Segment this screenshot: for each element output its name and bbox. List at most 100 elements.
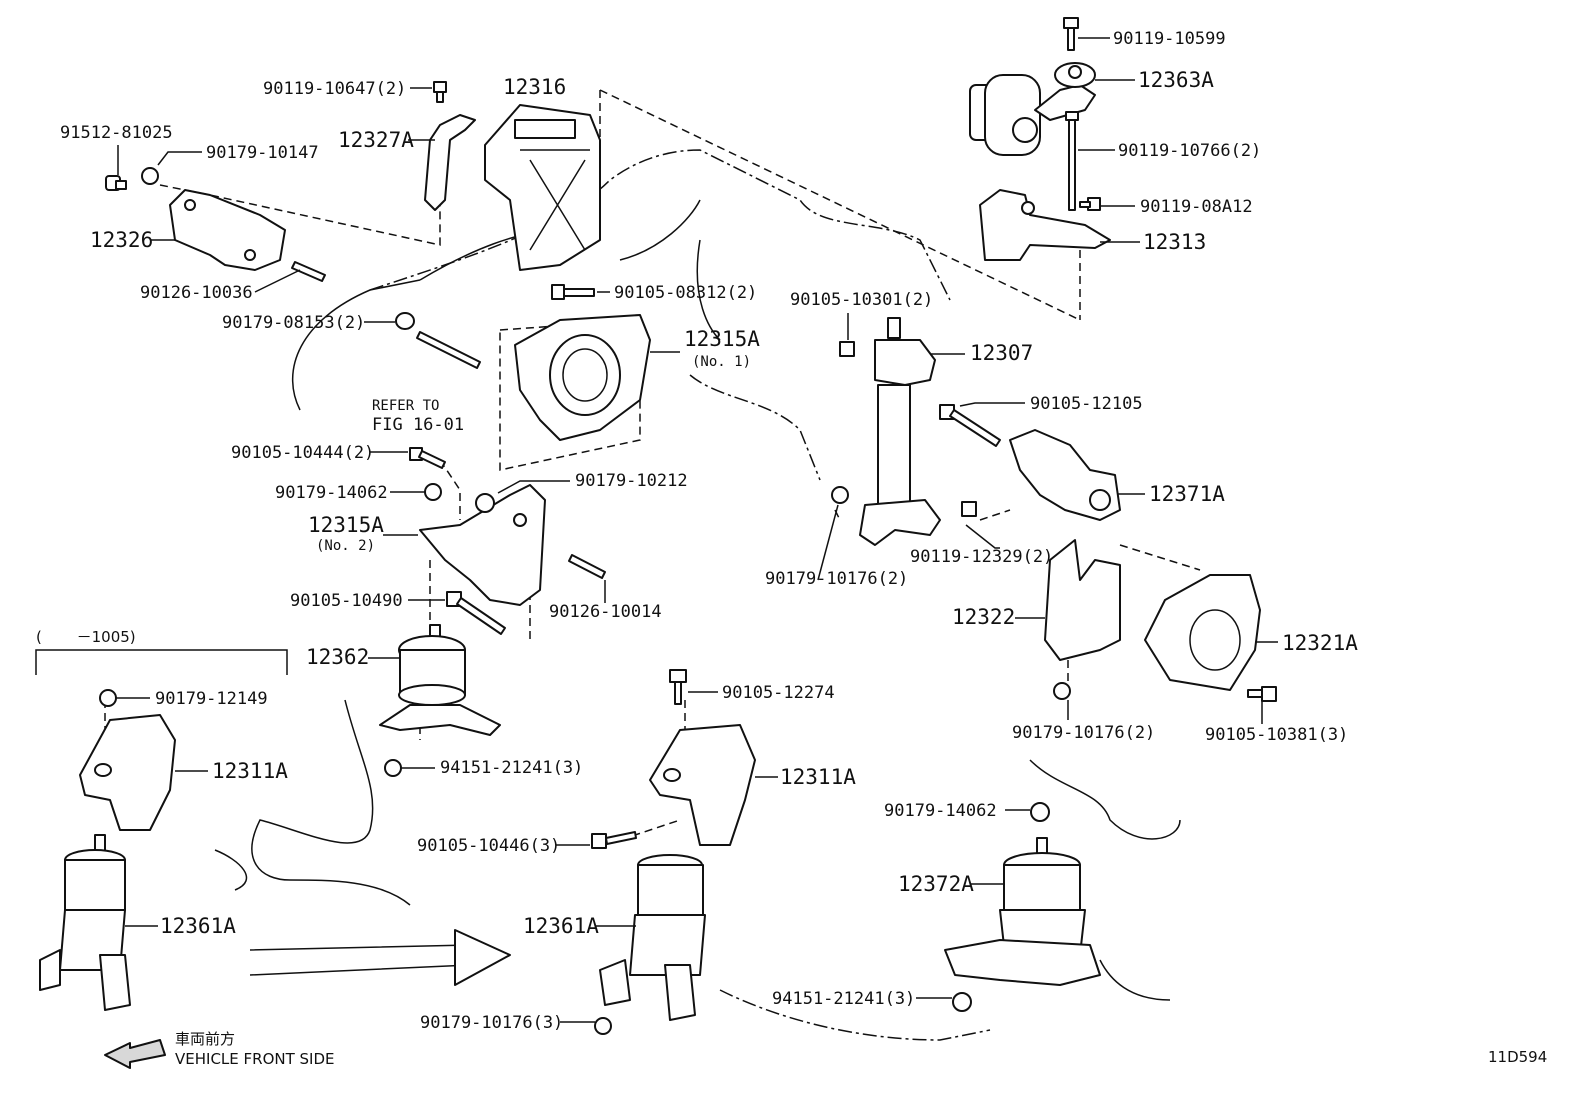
label-90105-12105: 90105-12105: [1030, 394, 1143, 414]
nut-90179-14062-a: [424, 483, 442, 501]
bolt-90105-12105: [939, 404, 1001, 447]
label-12372a: 12372A: [898, 872, 974, 896]
label-90179-08153: 90179-08153(2): [222, 313, 365, 333]
bracket-12322-part: [1044, 539, 1121, 661]
label-90179-10176-a: 90179-10176(2): [765, 569, 908, 589]
label-90179-10176-c: 90179-10176(3): [420, 1013, 563, 1033]
label-90119-10599: 90119-10599: [1113, 29, 1226, 49]
label-90179-10176-b: 90179-10176(2): [1012, 723, 1155, 743]
bolt-90119-10599: [1063, 17, 1079, 51]
label-12322: 12322: [952, 605, 1015, 629]
mount-12362-part: [379, 624, 501, 736]
bracket-12316-part: [484, 104, 601, 271]
bolt-90119-10647: [433, 81, 447, 103]
label-12315a-no1: 12315A: [684, 327, 760, 351]
label-90105-10444: 90105-10444(2): [231, 443, 374, 463]
bracket-12313-part: [979, 189, 1111, 261]
label-90179-12149: 90179-12149: [155, 689, 268, 709]
label-12363a: 12363A: [1138, 68, 1214, 92]
front-side-en: VEHICLE FRONT SIDE: [175, 1050, 335, 1068]
bracket-12371a-part: [1009, 429, 1121, 521]
label-90126-10036: 90126-10036: [140, 283, 253, 303]
label-90119-08a12: 90119-08A12: [1140, 197, 1253, 217]
direction-arrow: [249, 929, 511, 986]
bracket-12311a-left-part: [79, 714, 176, 831]
bolt-90105-10301: [839, 341, 855, 357]
label-94151-21241-b: 94151-21241(3): [772, 989, 915, 1009]
diagram-id: 11D594: [1488, 1048, 1547, 1066]
label-94151-21241-a: 94151-21241(3): [440, 758, 583, 778]
label-12307: 12307: [970, 341, 1033, 365]
nut-90179-08153: [395, 312, 415, 330]
label-90105-10381: 90105-10381(3): [1205, 725, 1348, 745]
label-90179-10147: 90179-10147: [206, 143, 319, 163]
mount-12361a-right-part: [599, 854, 706, 1021]
bolt-90119-10766: [1065, 111, 1079, 211]
label-91512-81025: 91512-81025: [60, 123, 173, 143]
label-90119-10647: 90119-10647(2): [263, 79, 406, 99]
label-90105-12274: 90105-12274: [722, 683, 835, 703]
label-12315a-no1-sub: (No. 1): [692, 354, 751, 370]
label-90119-10766: 90119-10766(2): [1118, 141, 1261, 161]
bolt-90119-12329: [961, 501, 977, 517]
label-90179-14062-a: 90179-14062: [275, 483, 388, 503]
refer-to-line1: REFER TO: [372, 398, 439, 414]
engine-outline: [214, 149, 1181, 1041]
refer-to-line2: FIG 16-01: [372, 415, 464, 435]
label-12313: 12313: [1143, 230, 1206, 254]
label-leader-lines: [116, 37, 1278, 1023]
label-90105-10490: 90105-10490: [290, 591, 403, 611]
bolt-90105-08312: [551, 284, 595, 300]
nut-90179-10147: [141, 167, 159, 185]
stud-90126-10014: [568, 554, 606, 579]
nut-90179-10212: [475, 493, 495, 513]
mount-12361a-left-part: [39, 834, 131, 1011]
label-12361a-left: 12361A: [160, 914, 236, 938]
label-12361a-right: 12361A: [523, 914, 599, 938]
bracket-12311a-right-part: [649, 724, 756, 846]
label-12362: 12362: [306, 645, 369, 669]
label-12315a-no2-sub: (No. 2): [316, 538, 375, 554]
label-12321a: 12321A: [1282, 631, 1358, 655]
mount-12372a-part: [944, 837, 1101, 986]
stud-90126-10036: [291, 261, 326, 282]
label-12371a: 12371A: [1149, 482, 1225, 506]
front-side-jp: 車両前方: [175, 1030, 235, 1048]
label-90105-10301: 90105-10301(2): [790, 290, 933, 310]
stud-refer-part: [416, 331, 481, 369]
range-note: ( －1005): [36, 628, 136, 646]
nut-90179-14062-b: [1030, 802, 1050, 822]
label-90105-08312: 90105-08312(2): [614, 283, 757, 303]
part-labels: 90119-10599 12363A 90119-10766(2) 90119-…: [36, 29, 1547, 1068]
nut-90179-10176-a: [831, 486, 849, 504]
bolt-90105-12274: [669, 669, 687, 705]
label-90105-10446: 90105-10446(3): [417, 836, 560, 856]
nut-94151-21241-b: [952, 992, 972, 1012]
label-90179-14062-b: 90179-14062: [884, 801, 997, 821]
label-12315a-no2: 12315A: [308, 513, 384, 537]
nut-91512-81025: [105, 175, 127, 191]
nut-90179-12149: [99, 689, 117, 707]
bracket-12315a-no1-part: [514, 314, 651, 441]
nut-90179-10176-b: [1053, 682, 1071, 700]
label-90126-10014: 90126-10014: [549, 602, 662, 622]
bolt-90105-10490: [446, 591, 506, 635]
label-12311a-left: 12311A: [212, 759, 288, 783]
nut-94151-21241-a: [384, 759, 402, 777]
nut-90179-10176-c: [594, 1017, 612, 1035]
rod-12307-part: [859, 317, 941, 546]
label-90119-12329: 90119-12329(2): [910, 547, 1053, 567]
label-12327a: 12327A: [338, 128, 414, 152]
label-12311a-right: 12311A: [780, 765, 856, 789]
bolt-90105-10446: [591, 831, 637, 849]
bracket-12321a-part: [1144, 574, 1261, 691]
bolt-90105-10381: [1247, 686, 1277, 702]
front-side-arrow-icon: [104, 1039, 166, 1069]
mount-12363a-part: [969, 62, 1096, 156]
bracket-12326-part: [169, 189, 286, 271]
label-90179-10212: 90179-10212: [575, 471, 688, 491]
bolt-90105-10444: [409, 447, 446, 469]
label-12316: 12316: [503, 75, 566, 99]
